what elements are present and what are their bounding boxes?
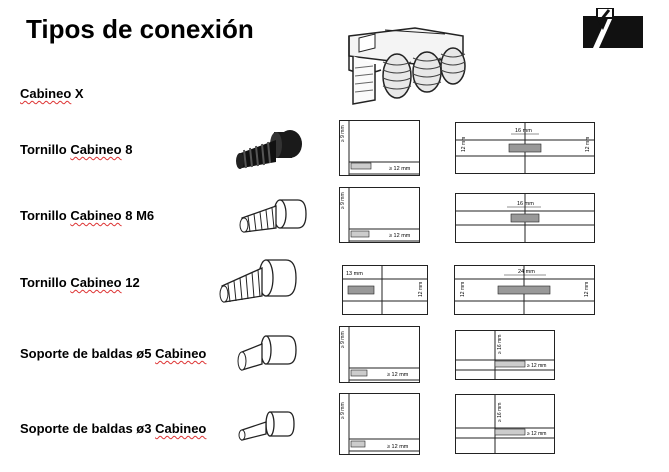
dim-label: ≥ 12 mm xyxy=(387,372,409,378)
dim-label: ≥ 16 mm xyxy=(497,403,503,422)
dim-label: 12 mm xyxy=(461,137,467,152)
diagram-soporte-3-side: ≥ 9 mm ≥ 12 mm xyxy=(339,393,420,455)
row-label-tornillo-8-m6: Tornillo Cabineo 8 M6 xyxy=(20,208,155,223)
dim-label: ≥ 12 mm xyxy=(389,233,411,239)
row-label-soporte-5: Soporte de baldas ø5 Cabineo xyxy=(20,346,207,361)
dim-label: ≥ 16 mm xyxy=(497,335,503,354)
screw-cabineo-8-image xyxy=(236,130,302,169)
dim-label: 12 mm xyxy=(585,137,591,152)
row-label-cabineo-x: Cabineo X xyxy=(20,86,84,101)
dim-label: ≥ 9 mm xyxy=(340,192,346,209)
diagram-soporte-5-side: ≥ 9 mm ≥ 12 mm xyxy=(339,326,420,383)
brand-logo-icon xyxy=(583,8,643,48)
dim-label: ≥ 9 mm xyxy=(340,331,346,348)
diagram-tornillo-8-m6-top: 16 mm xyxy=(455,193,595,243)
shelf-support-3-image xyxy=(238,411,295,441)
row-label-tornillo-12: Tornillo Cabineo 12 xyxy=(20,275,140,290)
diagram-tornillo-12-top: 24 mm 12 mm 12 mm xyxy=(454,265,595,315)
diagram-tornillo-12-side: 13 mm 12 mm xyxy=(342,265,428,315)
page-title: Tipos de conexión xyxy=(26,14,254,44)
dim-label: 13 mm xyxy=(346,271,363,277)
dim-label: 16 mm xyxy=(517,201,534,207)
screw-cabineo-12-image xyxy=(219,259,297,303)
dim-label: ≥ 12 mm xyxy=(527,431,546,437)
dim-label: 24 mm xyxy=(518,269,535,275)
cabineo-connector-image xyxy=(348,27,466,105)
dim-label: 12 mm xyxy=(584,282,590,297)
dim-label: 16 mm xyxy=(515,128,532,134)
dim-label: ≥ 9 mm xyxy=(340,402,346,419)
diagram-tornillo-8-m6-side: ≥ 9 mm ≥ 12 mm xyxy=(339,187,420,243)
diagram-tornillo-8-side: ≥ 9 mm ≥ 12 mm xyxy=(339,120,420,176)
screw-cabineo-8-m6-image xyxy=(239,199,307,233)
diagram-soporte-3-top: ≥ 16 mm ≥ 12 mm xyxy=(455,394,555,454)
dim-label: 12 mm xyxy=(460,282,466,297)
diagram-soporte-5-top: ≥ 16 mm ≥ 12 mm xyxy=(455,330,555,380)
row-label-soporte-3: Soporte de baldas ø3 Cabineo xyxy=(20,421,207,436)
row-label-tornillo-8: Tornillo Cabineo 8 xyxy=(20,142,133,157)
diagram-tornillo-8-top: 16 mm 12 mm 12 mm xyxy=(455,122,595,174)
dim-label: ≥ 12 mm xyxy=(387,444,409,450)
shelf-support-5-image xyxy=(237,335,297,371)
dim-label: ≥ 12 mm xyxy=(389,166,411,172)
dim-label: ≥ 12 mm xyxy=(527,363,546,369)
dim-label: ≥ 9 mm xyxy=(340,125,346,142)
dim-label: 12 mm xyxy=(418,282,424,297)
